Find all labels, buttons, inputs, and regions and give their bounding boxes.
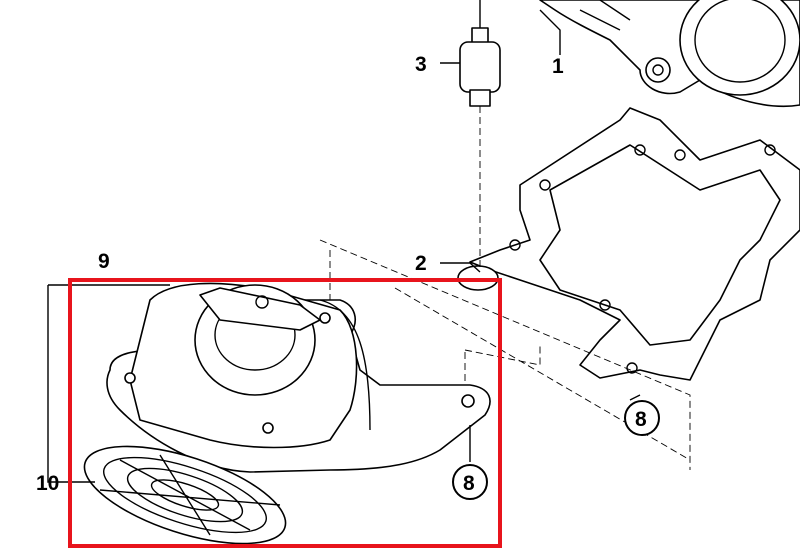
rubber-mount [459,0,501,268]
fan-grille [83,445,287,545]
callout-9: 9 [98,250,110,273]
callout-8-box-circle [452,464,488,500]
fan-assembly [106,282,491,473]
callout-3: 3 [415,53,427,76]
callout-8-box: 8 [463,472,475,495]
callout-10: 10 [36,472,59,495]
compressor-unit [539,0,800,108]
mounting-bracket [457,107,800,381]
callout-1: 1 [552,55,564,78]
callout-8-right: 8 [635,408,647,431]
callout-8-right-circle [624,400,660,436]
highlight-box [68,278,502,548]
callout-2: 2 [415,252,427,275]
leader-lines [47,9,641,483]
